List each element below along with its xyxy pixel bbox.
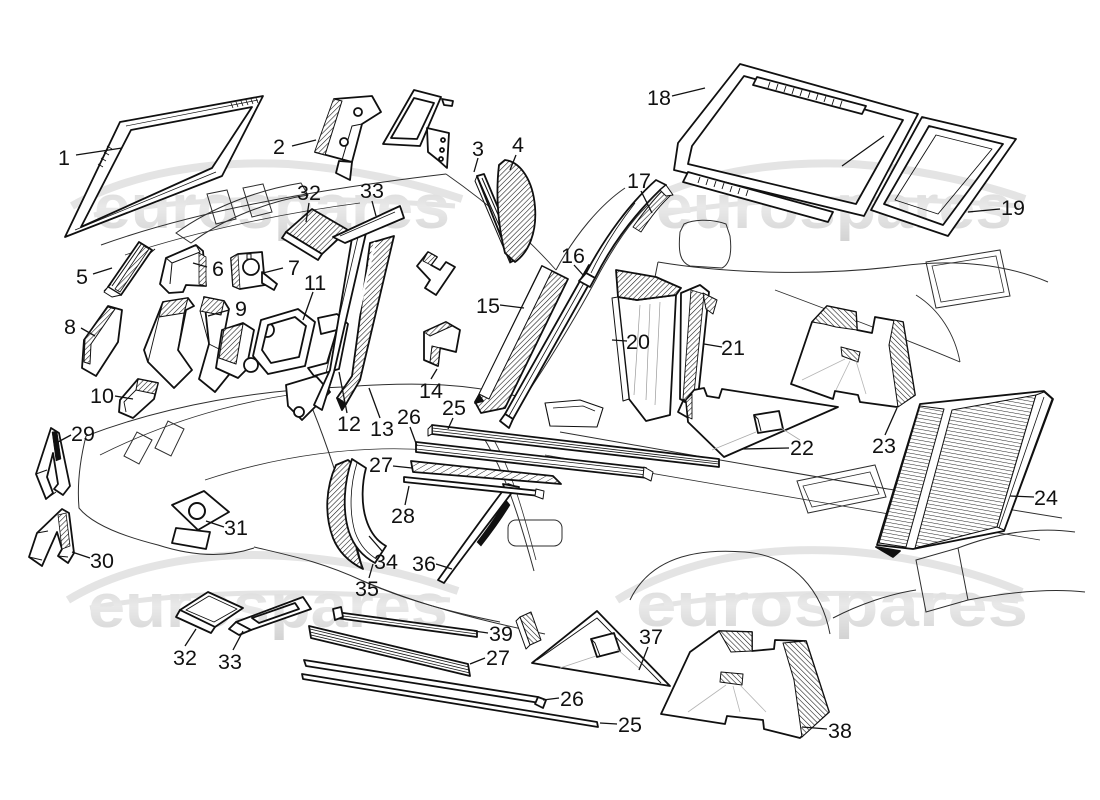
svg-text:38: 38 xyxy=(828,719,852,743)
svg-text:eurospares: eurospares xyxy=(636,571,1028,640)
svg-text:33: 33 xyxy=(218,650,242,674)
svg-text:25: 25 xyxy=(618,713,642,737)
svg-text:35: 35 xyxy=(355,577,379,601)
svg-text:16: 16 xyxy=(561,244,585,268)
svg-text:19: 19 xyxy=(1001,196,1025,220)
svg-text:25: 25 xyxy=(442,396,466,420)
svg-text:10: 10 xyxy=(90,384,114,408)
svg-text:2: 2 xyxy=(273,135,285,159)
svg-text:15: 15 xyxy=(476,294,500,318)
svg-text:32: 32 xyxy=(297,181,321,205)
svg-text:32: 32 xyxy=(173,646,197,670)
svg-text:13: 13 xyxy=(370,417,394,441)
svg-text:5: 5 xyxy=(76,265,88,289)
svg-text:18: 18 xyxy=(647,86,671,110)
svg-text:22: 22 xyxy=(790,436,814,460)
svg-text:6: 6 xyxy=(212,257,224,281)
svg-text:33: 33 xyxy=(360,179,384,203)
svg-text:30: 30 xyxy=(90,549,114,573)
svg-text:17: 17 xyxy=(627,169,651,193)
svg-text:7: 7 xyxy=(288,256,300,280)
svg-text:12: 12 xyxy=(337,412,361,436)
svg-text:31: 31 xyxy=(224,516,248,540)
svg-text:27: 27 xyxy=(369,453,393,477)
svg-text:29: 29 xyxy=(71,422,95,446)
svg-text:24: 24 xyxy=(1034,486,1058,510)
svg-text:eurospares: eurospares xyxy=(88,572,448,641)
svg-text:27: 27 xyxy=(486,646,510,670)
svg-text:26: 26 xyxy=(397,405,421,429)
svg-text:36: 36 xyxy=(412,552,436,576)
svg-text:26: 26 xyxy=(560,687,584,711)
svg-text:20: 20 xyxy=(626,330,650,354)
svg-text:4: 4 xyxy=(512,133,524,157)
svg-text:9: 9 xyxy=(235,297,247,321)
svg-text:34: 34 xyxy=(374,550,398,574)
svg-text:eurospares: eurospares xyxy=(94,173,450,242)
svg-text:3: 3 xyxy=(472,137,484,161)
svg-text:14: 14 xyxy=(419,379,443,403)
svg-text:11: 11 xyxy=(304,271,326,295)
svg-text:8: 8 xyxy=(64,315,76,339)
svg-text:28: 28 xyxy=(391,504,415,528)
svg-text:37: 37 xyxy=(639,625,663,649)
svg-text:21: 21 xyxy=(721,336,745,360)
svg-text:1: 1 xyxy=(58,146,70,170)
svg-text:23: 23 xyxy=(872,434,896,458)
svg-text:39: 39 xyxy=(489,622,513,646)
